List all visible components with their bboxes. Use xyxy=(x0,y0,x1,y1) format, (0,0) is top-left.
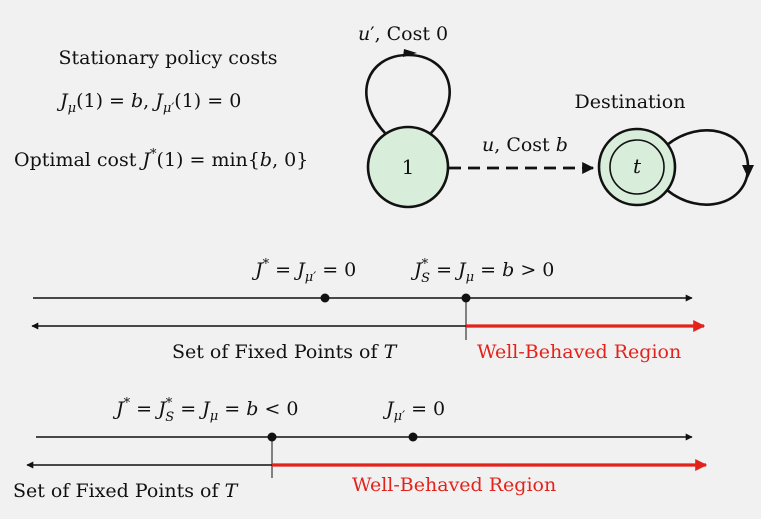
state-node-1-label: 1 xyxy=(402,155,415,179)
self-loop-arrowhead xyxy=(403,49,417,57)
case2-label-left: J* = J*S = Jμ = b < 0 xyxy=(112,396,299,425)
case1-well-behaved-label: Well-Behaved Region xyxy=(477,341,681,363)
case2-fixed-points-label: Set of Fixed Points of T xyxy=(13,480,239,502)
self-loop-edge xyxy=(365,53,451,134)
destination-node-inner xyxy=(609,139,665,195)
state-node-1 xyxy=(366,125,450,209)
case2-well-behaved-label: Well-Behaved Region xyxy=(352,474,556,496)
policy-costs-equation: Jμ(1) = b, Jμ′(1) = 0 xyxy=(56,90,241,116)
destination-title: Destination xyxy=(575,91,686,113)
case1-label-right: J*S = Jμ = b > 0 xyxy=(410,257,554,286)
edge-label: u, Cost b xyxy=(482,134,568,156)
self-loop-label: u′, Cost 0 xyxy=(358,23,448,45)
policy-costs-heading: Stationary policy costs xyxy=(59,47,278,69)
case1-point-jstar xyxy=(320,293,330,303)
destination-loop-arrowhead xyxy=(742,165,754,178)
case1-fixed-points-label: Set of Fixed Points of T xyxy=(172,341,398,363)
destination-node-label: t xyxy=(633,154,642,178)
destination-self-loop xyxy=(666,129,750,206)
case2-label-right: Jμ′ = 0 xyxy=(382,398,445,424)
optimal-cost-equation: Optimal cost J*(1) = min{b, 0} xyxy=(14,147,308,171)
case2-point-jmu-prime xyxy=(408,432,418,442)
case1-label-left: J* = Jμ′ = 0 xyxy=(251,257,356,285)
